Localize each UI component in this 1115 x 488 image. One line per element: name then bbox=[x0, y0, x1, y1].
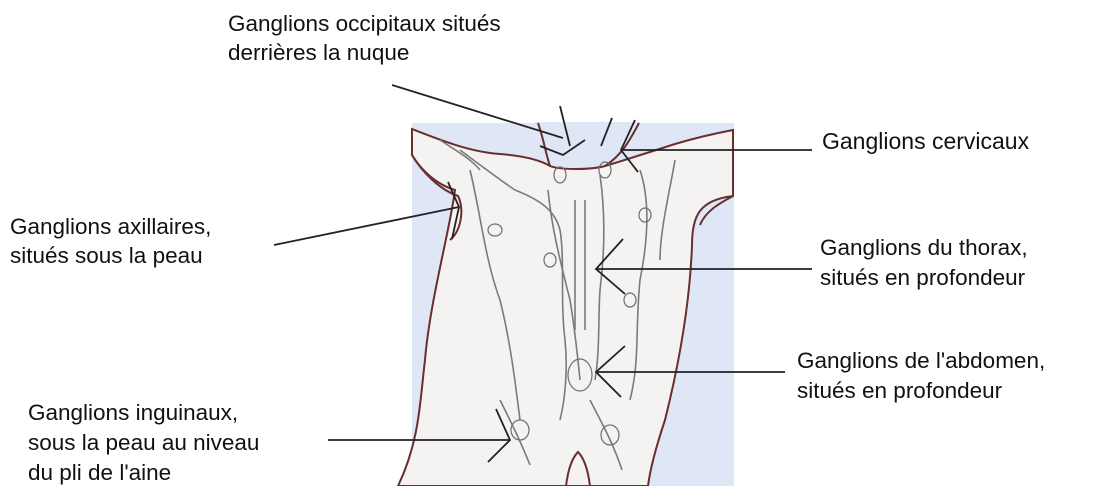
label-inguinal-line1: Ganglions inguinaux, bbox=[28, 398, 259, 428]
label-abdomen-line1: Ganglions de l'abdomen, bbox=[797, 346, 1045, 376]
label-inguinal-line2: sous la peau au niveau bbox=[28, 428, 259, 458]
label-inguinal-line3: du pli de l'aine bbox=[28, 458, 259, 488]
label-axillary-line1: Ganglions axillaires, bbox=[10, 212, 211, 241]
label-axillary-line2: situés sous la peau bbox=[10, 241, 211, 270]
label-abdomen-nodes: Ganglions de l'abdomen, situés en profon… bbox=[797, 346, 1045, 406]
label-thorax-nodes: Ganglions du thorax, situés en profondeu… bbox=[820, 233, 1028, 293]
label-axillary-nodes: Ganglions axillaires, situés sous la pea… bbox=[10, 212, 211, 270]
label-thorax-line1: Ganglions du thorax, bbox=[820, 233, 1028, 263]
label-cervical-nodes: Ganglions cervicaux bbox=[822, 127, 1029, 156]
label-cervical-line1: Ganglions cervicaux bbox=[822, 127, 1029, 156]
label-abdomen-line2: situés en profondeur bbox=[797, 376, 1045, 406]
label-occipital-line2: derrières la nuque bbox=[228, 38, 501, 67]
label-occipital-line1: Ganglions occipitaux situés bbox=[228, 9, 501, 38]
label-inguinal-nodes: Ganglions inguinaux, sous la peau au niv… bbox=[28, 398, 259, 488]
label-occipital-nodes: Ganglions occipitaux situés derrières la… bbox=[228, 9, 501, 67]
label-thorax-line2: situés en profondeur bbox=[820, 263, 1028, 293]
